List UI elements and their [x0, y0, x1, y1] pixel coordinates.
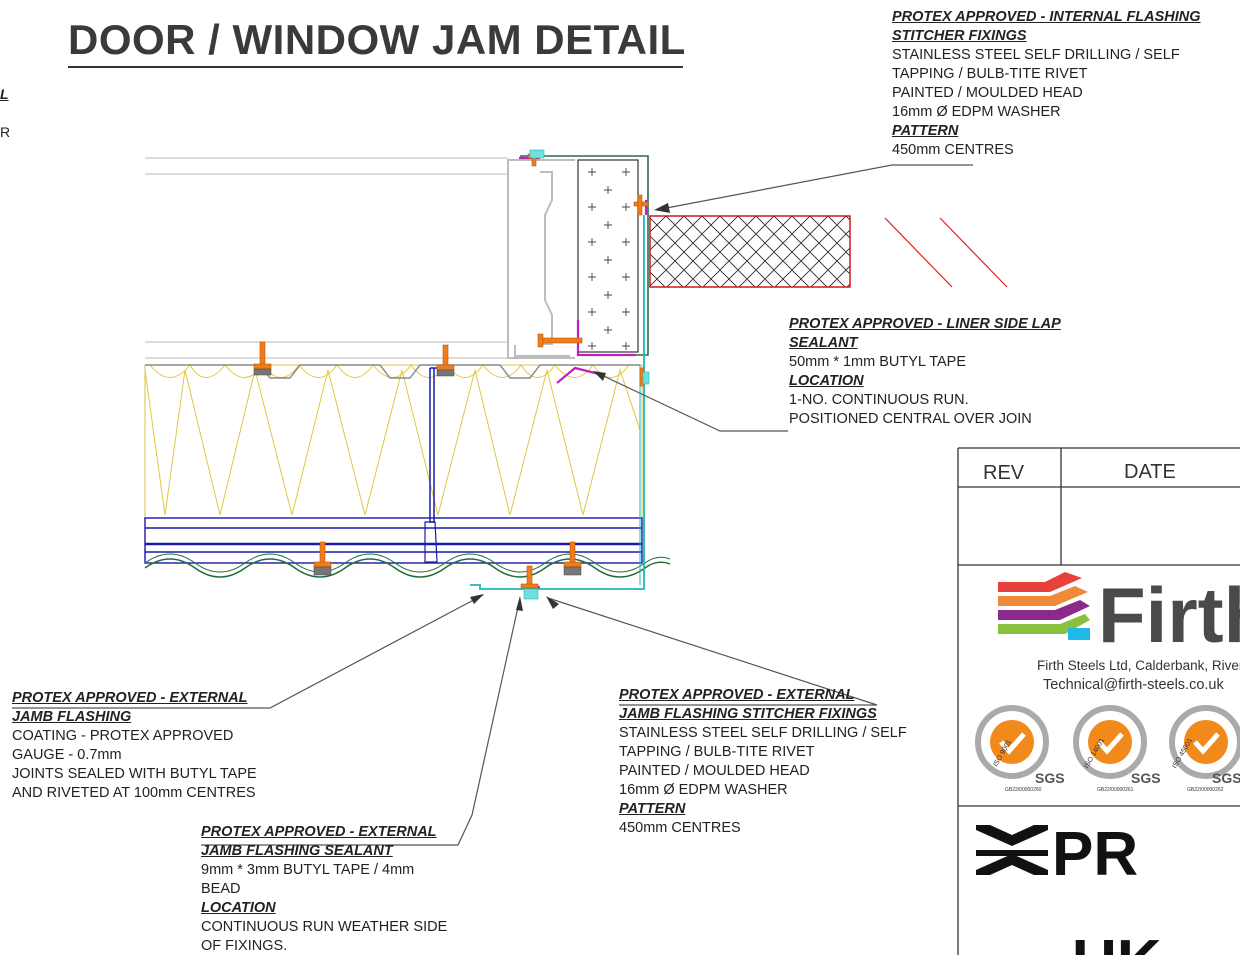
- note-heading: JAMB FLASHING: [12, 709, 132, 725]
- outer-corrugated-sheet-inner: [144, 553, 671, 573]
- brand-word-uk: UK: [1072, 932, 1162, 955]
- note-heading: PROTEX APPROVED - EXTERNAL: [201, 824, 437, 840]
- title-block-frame: [957, 447, 1240, 955]
- note-heading: PROTEX APPROVED - EXTERNAL: [619, 687, 855, 703]
- fixings: [253, 153, 649, 589]
- brand-word: PR: [1052, 820, 1139, 889]
- internal-lining-lines: [145, 157, 508, 359]
- cyan-rivet-heads: [523, 149, 650, 600]
- note-line: 9mm * 3mm BUTYL TAPE / 4mm: [201, 862, 415, 878]
- note-heading: PROTEX APPROVED - LINER SIDE LAP: [789, 316, 1061, 332]
- note-line: OF FIXINGS.: [201, 938, 288, 954]
- drawing-title: DOOR / WINDOW JAM DETAIL: [68, 16, 686, 63]
- note-line: AND RIVETED AT 100mm CENTRES: [12, 785, 256, 801]
- liner-profile: [145, 364, 640, 379]
- note-external-sealant: PROTEX APPROVED - EXTERNAL JAMB FLASHING…: [201, 823, 447, 956]
- note-line: 1-NO. CONTINUOUS RUN.: [789, 392, 969, 408]
- cert-code-1: GB22/00000260: [1005, 787, 1042, 793]
- internal-flashing: [520, 155, 649, 356]
- fixing-washers: [253, 368, 582, 576]
- leader-arrowheads: [470, 203, 670, 611]
- note-liner-sealant: PROTEX APPROVED - LINER SIDE LAP SEALANT…: [789, 315, 1061, 429]
- note-subheading: PATTERN: [892, 123, 959, 139]
- cert-badge-2: [1073, 705, 1147, 779]
- protex-brand-mark: [976, 825, 1048, 875]
- steel-c-section: [507, 159, 575, 359]
- leader-lines: [12, 164, 973, 846]
- note-line: 50mm * 1mm BUTYL TAPE: [789, 354, 966, 370]
- note-external-flashing: PROTEX APPROVED - EXTERNAL JAMB FLASHING…: [12, 689, 257, 803]
- packer-block: [577, 159, 639, 353]
- date-label: DATE: [1124, 461, 1176, 483]
- note-subheading: LOCATION: [201, 900, 276, 916]
- note-line: STAINLESS STEEL SELF DRILLING / SELF: [892, 47, 1180, 63]
- spacer-rail: [144, 517, 643, 564]
- note-internal-fixings: PROTEX APPROVED - INTERNAL FLASHING STIT…: [892, 8, 1201, 160]
- note-line: COATING - PROTEX APPROVED: [12, 728, 234, 744]
- note-heading: PROTEX APPROVED - EXTERNAL: [12, 690, 248, 706]
- note-line: 16mm Ø EDPM WASHER: [619, 782, 788, 798]
- note-line: 16mm Ø EDPM WASHER: [892, 104, 1061, 120]
- cert-sgs-2: SGS: [1131, 770, 1161, 786]
- note-line: CONTINUOUS RUN WEATHER SIDE: [201, 919, 448, 935]
- note-line: BEAD: [201, 881, 241, 897]
- note-heading: STITCHER FIXINGS: [892, 28, 1027, 44]
- note-line: 450mm CENTRES: [892, 142, 1014, 158]
- title-underline: [68, 66, 683, 68]
- insulation-layer: [144, 364, 643, 519]
- note-subheading: PATTERN: [619, 801, 686, 817]
- note-line: TAPPING / BULB-TITE RIVET: [619, 744, 815, 760]
- note-line: POSITIONED CENTRAL OVER JOIN: [789, 411, 1032, 427]
- left-edge-fragment-text: R: [0, 124, 11, 140]
- left-edge-fragment-heading: L: [0, 86, 9, 102]
- note-line: JOINTS SEALED WITH BUTYL TAPE: [12, 766, 257, 782]
- cert-sgs-3: SGS: [1212, 770, 1240, 786]
- cert-badge-3: [1169, 705, 1240, 779]
- sealants: [519, 156, 648, 589]
- window-frame: [649, 215, 851, 288]
- note-heading: JAMB FLASHING STITCHER FIXINGS: [619, 706, 877, 722]
- note-external-fixings: PROTEX APPROVED - EXTERNAL JAMB FLASHING…: [619, 686, 907, 838]
- rev-label: REV: [983, 462, 1025, 484]
- external-jamb-flashing: [470, 215, 645, 590]
- note-line: GAUGE - 0.7mm: [12, 747, 122, 763]
- company-logo-word: Firth: [1098, 576, 1240, 654]
- firth-logo-mark: [998, 572, 1090, 640]
- note-line: PAINTED / MOULDED HEAD: [619, 763, 810, 779]
- note-heading: JAMB FLASHING SEALANT: [201, 843, 393, 859]
- cert-code-2: GB22/00000261: [1097, 787, 1134, 793]
- note-line: PAINTED / MOULDED HEAD: [892, 85, 1083, 101]
- cert-badge-1: [975, 705, 1049, 779]
- company-address: Firth Steels Ltd, Calderbank, River: [1037, 658, 1240, 673]
- note-line: STAINLESS STEEL SELF DRILLING / SELF: [619, 725, 907, 741]
- note-line: 450mm CENTRES: [619, 820, 741, 836]
- cert-code-3: GB22/00000262: [1187, 787, 1224, 793]
- company-email: Technical@firth-steels.co.uk: [1043, 677, 1224, 693]
- note-heading: SEALANT: [789, 335, 858, 351]
- break-lines: [884, 217, 1008, 288]
- note-subheading: LOCATION: [789, 373, 864, 389]
- outer-corrugated-sheet: [144, 558, 671, 578]
- liner-side-lap: [429, 367, 445, 523]
- note-heading: PROTEX APPROVED - INTERNAL FLASHING: [892, 9, 1201, 25]
- packer-plus-marks: [588, 168, 630, 350]
- cert-sgs-1: SGS: [1035, 770, 1065, 786]
- note-line: TAPPING / BULB-TITE RIVET: [892, 66, 1088, 82]
